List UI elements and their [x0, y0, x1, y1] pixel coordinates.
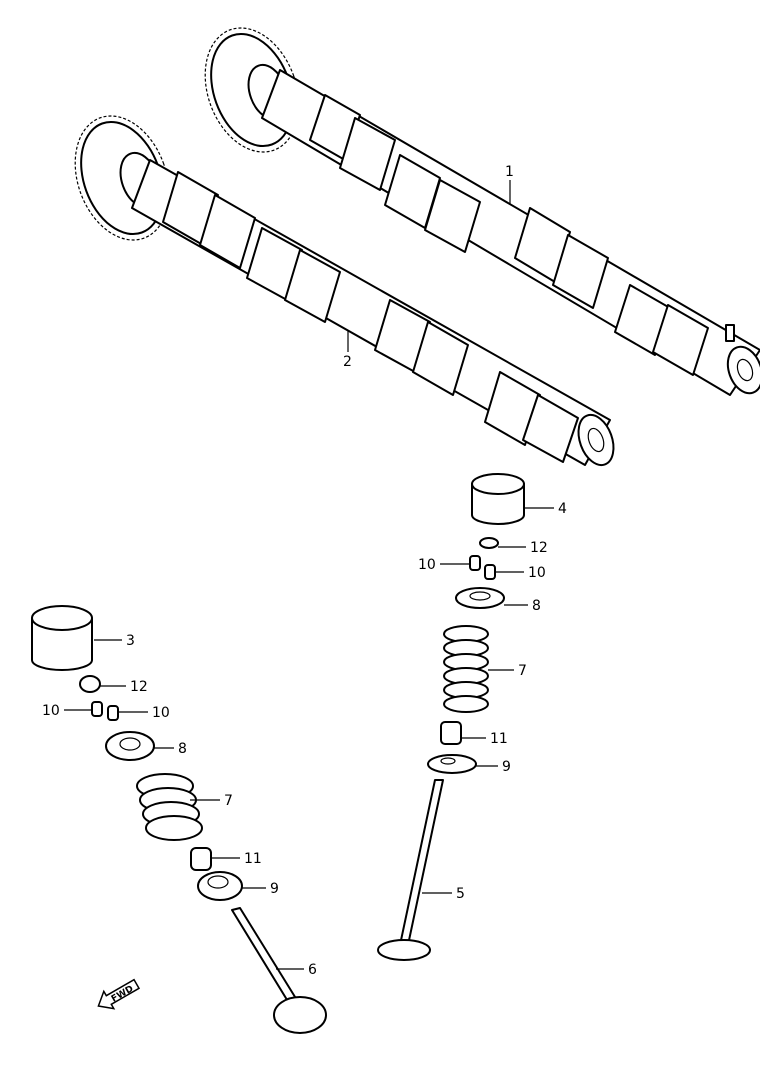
cam-lobe-2h: [522, 394, 579, 463]
shim-12-left: [79, 675, 101, 693]
valve-6-head: [273, 996, 327, 1034]
callout-2: 2: [343, 354, 352, 370]
spring-7: [443, 625, 489, 713]
valve-assembly-exhaust: [377, 473, 525, 961]
camshaft-2-shaft: [131, 159, 611, 466]
callout-4: 4: [558, 501, 567, 517]
callout-7-left: 7: [224, 793, 233, 809]
callout-11-right: 11: [490, 731, 508, 747]
stem-seal-11: [440, 721, 462, 745]
camshaft-2-bore: [587, 427, 605, 453]
callout-3: 3: [126, 633, 135, 649]
callout-10-left-a: 10: [42, 703, 60, 719]
callout-10-left-b: 10: [152, 705, 170, 721]
retainer-8-left-bore: [119, 737, 141, 751]
spring-seat-9-left-bore: [207, 875, 229, 889]
callout-9-left: 9: [270, 881, 279, 897]
callout-7-right: 7: [518, 663, 527, 679]
callout-8-right: 8: [532, 598, 541, 614]
callout-9-right: 9: [502, 759, 511, 775]
callout-12-left: 12: [130, 679, 148, 695]
stem-seal-11-left: [190, 847, 212, 871]
cam-lobe-2b: [199, 194, 256, 269]
cam-lobe-1h: [652, 304, 709, 376]
tappet-4: [471, 483, 525, 525]
cam-lobe-2f: [412, 321, 469, 396]
callout-10-right-b: 10: [528, 565, 546, 581]
camshaft-1-bore: [736, 358, 754, 382]
callout-8-left: 8: [178, 741, 187, 757]
cam-lobe-2d: [284, 249, 341, 323]
callout-12-right: 12: [530, 540, 548, 556]
shim-12: [479, 537, 499, 549]
tappet-3-top: [31, 605, 93, 631]
callout-10-right-a: 10: [418, 557, 436, 573]
cotter-10-left-a: [91, 701, 103, 717]
cam-lobe-1b: [339, 117, 396, 191]
spring-seat-9-bore: [440, 757, 456, 765]
dowel-pin: [725, 324, 735, 342]
valve-5-head: [377, 939, 431, 961]
leader-lines: [64, 180, 554, 970]
callout-11-left: 11: [244, 851, 262, 867]
cotter-10-left: [469, 555, 481, 571]
cam-lobe-1f: [552, 234, 609, 309]
valve-5-stem: [399, 779, 444, 946]
valve-assembly-intake: [31, 605, 327, 1034]
retainer-8: [455, 587, 505, 609]
camshaft-1: [204, 27, 760, 396]
cotter-10-left-b: [107, 705, 119, 721]
camshaft-1-end: [726, 345, 760, 395]
spring-7-left: [136, 773, 203, 841]
valve-6-stem: [231, 907, 301, 1009]
cam-lobe-1g: [614, 284, 671, 356]
callout-5: 5: [456, 886, 465, 902]
fwd-badge: FWD: [97, 978, 141, 1010]
sprocket-2-teeth: [74, 115, 170, 241]
cotter-10-right: [484, 564, 496, 580]
callout-labels: 1 2 3 4 5 6 7 7 8 8 9 9 10 10 10 10 11 1…: [42, 164, 567, 978]
camshaft-2-end: [577, 413, 615, 467]
camshaft-2: [74, 115, 615, 467]
arrow-fwd-icon: [97, 978, 141, 1010]
callout-1: 1: [505, 164, 514, 180]
cam-lobe-1d: [424, 179, 481, 253]
tappet-3: [31, 617, 93, 671]
sprocket-1-teeth: [204, 27, 300, 153]
retainer-8-bore: [469, 591, 491, 601]
retainer-8-left: [105, 731, 155, 761]
cam-lobe-2g: [484, 371, 541, 446]
callout-6: 6: [308, 962, 317, 978]
tappet-4-top: [471, 473, 525, 495]
